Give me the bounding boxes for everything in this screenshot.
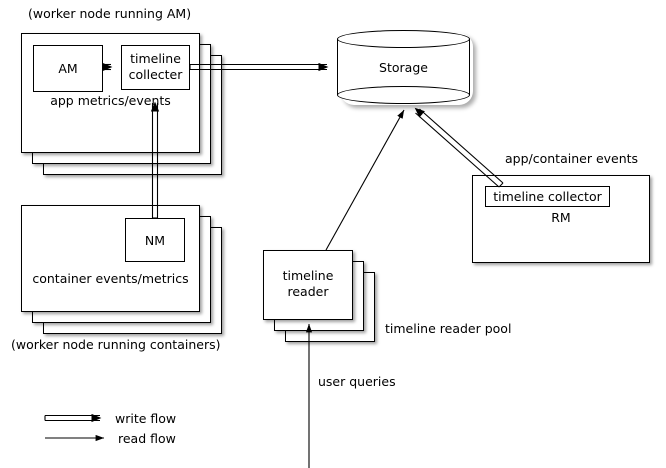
storage-cylinder-top-ellipse bbox=[337, 30, 470, 48]
nm-label: NM bbox=[144, 232, 166, 248]
label-container-events-metrics: container events/metrics bbox=[32, 271, 189, 286]
am-box[interactable]: AM bbox=[33, 45, 103, 92]
timeline-reader-box[interactable]: timeline reader bbox=[263, 250, 353, 320]
nm-box[interactable]: NM bbox=[125, 218, 185, 262]
legend-write-flow-arrow bbox=[44, 413, 102, 423]
rm-label: RM bbox=[551, 210, 571, 225]
storage-cylinder-bottom-ellipse bbox=[337, 86, 470, 104]
rm-timeline-collector-box[interactable]: timeline collector bbox=[485, 186, 610, 207]
label-app-container-events: app/container events bbox=[505, 151, 639, 166]
timeline-reader-label-line2: reader bbox=[287, 284, 329, 299]
storage-label: Storage bbox=[379, 59, 428, 75]
storage-cylinder[interactable]: Storage bbox=[337, 30, 470, 104]
caption-worker-node-am: (worker node running AM) bbox=[28, 6, 192, 21]
am-timeline-collecter-label-line1: timeline bbox=[130, 51, 181, 66]
am-label: AM bbox=[58, 61, 78, 76]
label-app-metrics-events: app metrics/events bbox=[50, 93, 171, 108]
legend-write-flow-label: write flow bbox=[115, 411, 177, 426]
caption-worker-node-containers: (worker node running containers) bbox=[11, 337, 221, 352]
label-timeline-reader-pool: timeline reader pool bbox=[385, 321, 512, 336]
rm-timeline-collector-label: timeline collector bbox=[493, 189, 602, 204]
flow-reader-to-storage-read bbox=[325, 109, 405, 251]
label-user-queries: user queries bbox=[318, 374, 396, 389]
timeline-reader-label-line1: timeline bbox=[282, 268, 334, 283]
am-timeline-collecter-label-line2: collecter bbox=[128, 67, 183, 82]
legend-read-flow-label: read flow bbox=[118, 431, 176, 446]
am-timeline-collecter-box[interactable]: timeline collecter bbox=[121, 45, 190, 90]
